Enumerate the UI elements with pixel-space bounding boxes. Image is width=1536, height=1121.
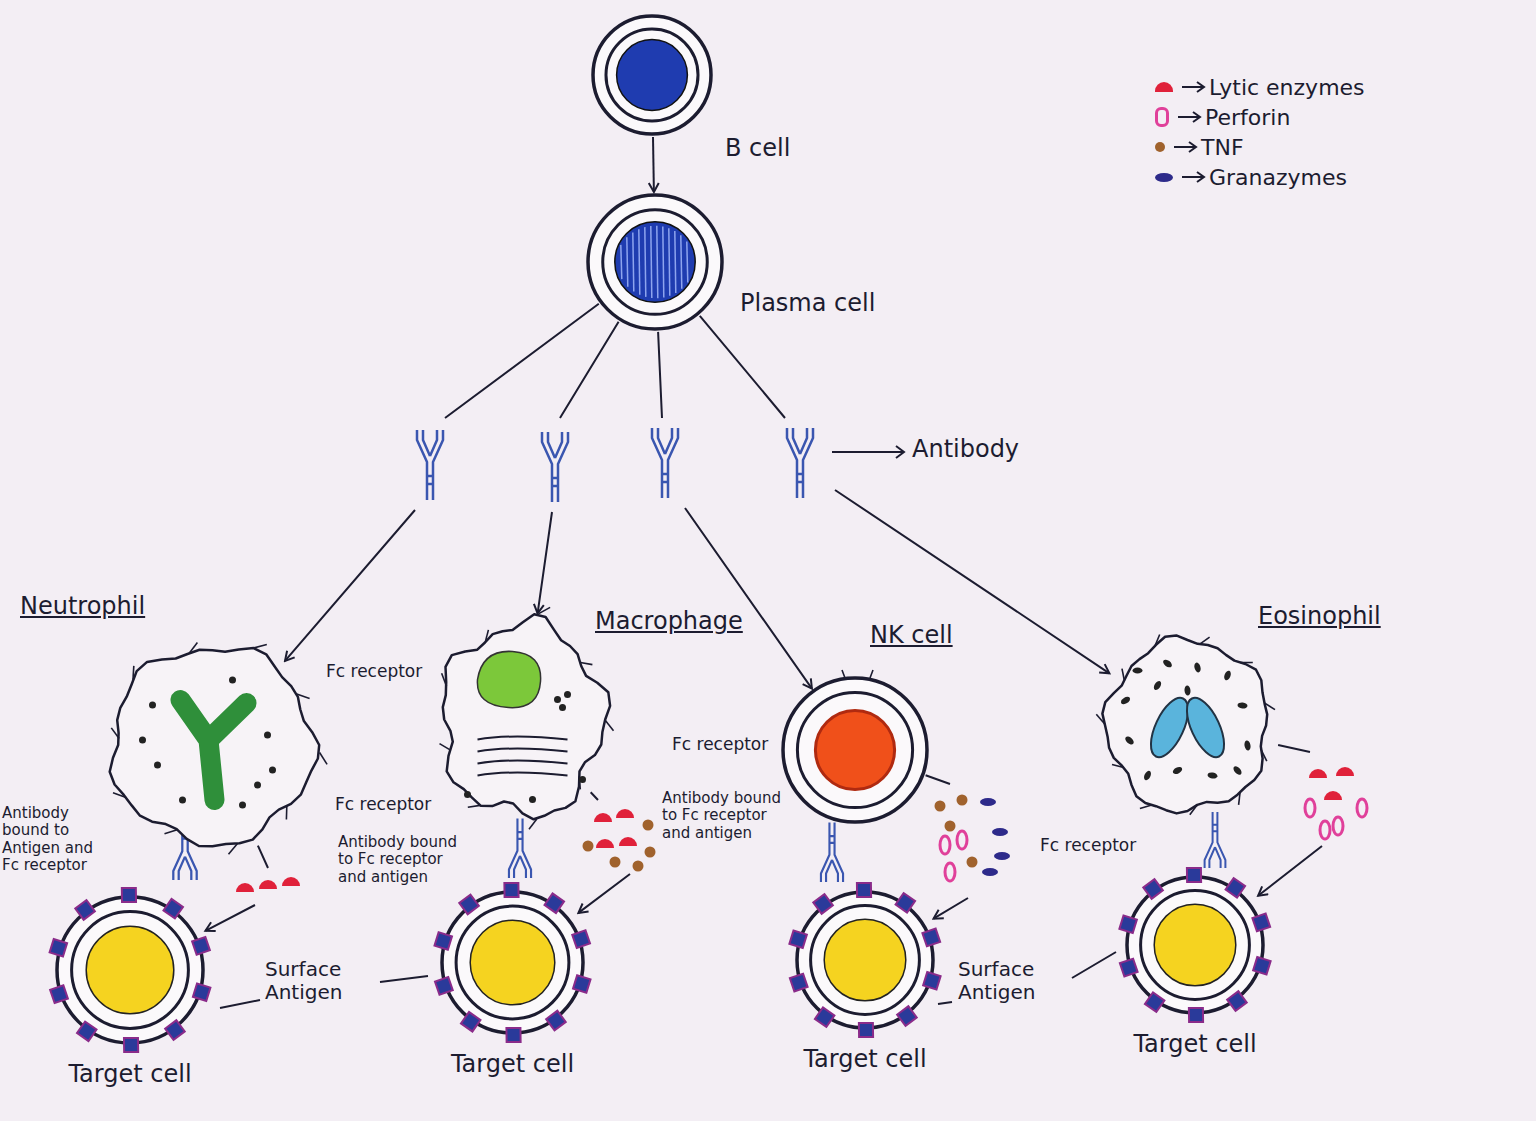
legend: Lytic enzymesPerforinTNF Granazymes: [1155, 72, 1365, 192]
legend-text: Lytic enzymes: [1209, 75, 1365, 100]
cell-label: Target cell: [803, 1046, 926, 1074]
cell-outline: [45, 885, 215, 1055]
cell-label: Target cell: [451, 1051, 574, 1079]
cell-outline: [430, 612, 615, 827]
legend-row: Lytic enzymes: [1155, 72, 1365, 102]
antibody-icon: [821, 823, 843, 883]
arrow-connector: [926, 775, 968, 918]
legend-row: Granazymes: [1155, 162, 1365, 192]
cell-outline: [585, 192, 725, 332]
cell-label: Macrophage: [595, 608, 743, 636]
cell-outline: [785, 880, 945, 1040]
arrow-connector: [1258, 745, 1322, 896]
binding-note: Antibody bound to Fc receptor and antige…: [662, 790, 782, 842]
legend-swatch: [1155, 82, 1173, 92]
cell-outline: [1115, 865, 1275, 1025]
antibody-icon: [652, 428, 678, 498]
surface-antigen-label: Surface Antigen: [958, 958, 1068, 1004]
legend-row: Perforin: [1155, 102, 1365, 132]
target-cell: Target cell: [45, 885, 215, 1055]
cell-label: Eosinophil: [1258, 603, 1381, 631]
plasma-cell: Plasma cell: [585, 192, 725, 332]
neutrophil-cell: Neutrophil: [100, 635, 325, 855]
antibody-icon: [417, 430, 443, 500]
legend-arrow: [1175, 110, 1205, 124]
antibody-icon: [509, 819, 531, 879]
legend-row: TNF: [1155, 132, 1365, 162]
legend-text: Granazymes: [1209, 165, 1347, 190]
fc-receptor-label: Fc receptor: [672, 735, 768, 755]
arrow-connector: [205, 846, 268, 931]
legend-text: Perforin: [1205, 105, 1290, 130]
legend-text: TNF: [1201, 135, 1244, 160]
cell-label: Target cell: [1133, 1031, 1256, 1059]
cell-outline: [780, 675, 930, 825]
arrow-connector: [652, 137, 655, 192]
target-cell: Target cell: [785, 880, 945, 1040]
fc-receptor-label: Fc receptor: [1040, 836, 1136, 856]
antibody-label: Antibody: [912, 436, 1019, 464]
arrow-connector: [538, 322, 619, 614]
cell-label: NK cell: [870, 622, 953, 650]
binding-note: Antibody bound to Fc receptor and antige…: [338, 834, 464, 886]
cell-outline: [590, 13, 714, 137]
target-cell: Target cell: [430, 880, 595, 1045]
cell-label: Plasma cell: [740, 290, 875, 318]
nk-cell: NK cell: [780, 675, 930, 825]
legend-arrow: [1171, 140, 1201, 154]
cell-outline: [100, 635, 325, 855]
cell-label: B cell: [725, 135, 790, 163]
macrophage-cell: Macrophage: [430, 612, 615, 827]
surface-antigen-label: Surface Antigen: [265, 958, 375, 1004]
arrow-connector: [285, 304, 599, 661]
antibody-icon: [1205, 812, 1226, 868]
fc-receptor-label: Fc receptor: [326, 662, 422, 682]
cell-outline: [430, 880, 595, 1045]
binding-note: Antibody bound to Antigen and Fc recepto…: [2, 805, 106, 874]
antibody-icon: [787, 428, 813, 498]
cell-label: Neutrophil: [20, 593, 145, 621]
cell-label: Target cell: [68, 1061, 191, 1089]
antibody-icon: [542, 432, 568, 502]
legend-arrow: [1179, 80, 1209, 94]
legend-swatch: [1155, 173, 1173, 182]
target-cell: Target cell: [1115, 865, 1275, 1025]
legend-arrow: [1179, 170, 1209, 184]
fc-receptor-label: Fc receptor: [335, 795, 431, 815]
legend-swatch: [1155, 142, 1165, 152]
b-cell: B cell: [590, 13, 714, 137]
legend-swatch: [1155, 107, 1169, 127]
cell-outline: [1095, 628, 1280, 823]
arrow-connector: [700, 316, 1110, 674]
eosinophil-cell: Eosinophil: [1095, 628, 1280, 823]
arrow-connector: [658, 332, 812, 689]
